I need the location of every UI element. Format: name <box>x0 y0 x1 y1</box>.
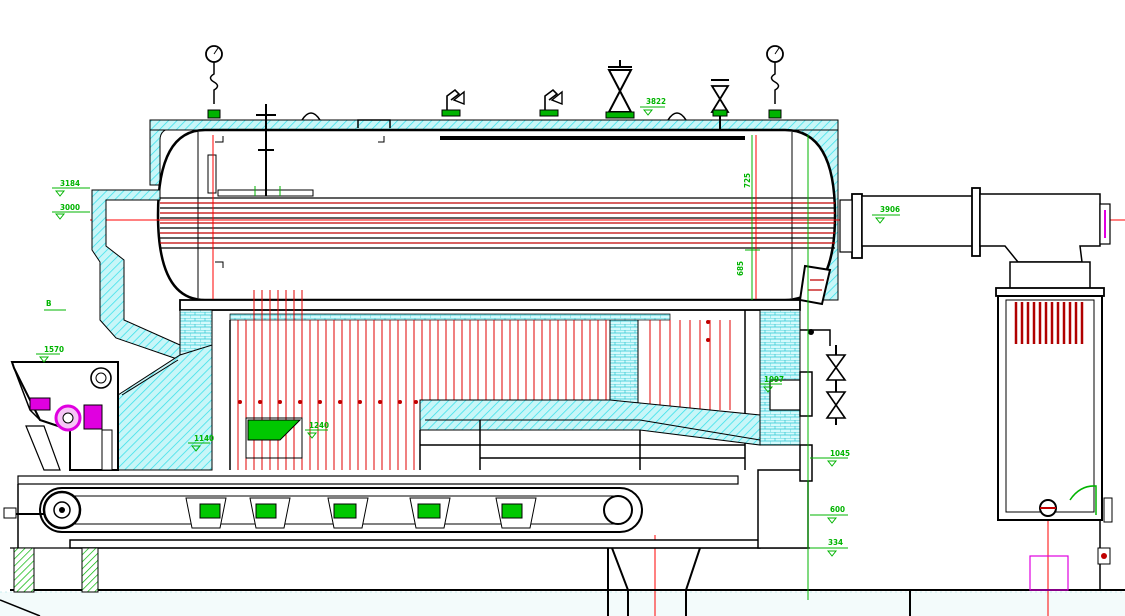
dim-1140: 1140 <box>194 434 214 443</box>
level-triangle-icon <box>38 109 886 557</box>
gate-valve-icon <box>825 345 847 425</box>
dim-1240: 1240 <box>309 421 329 430</box>
chain-grate <box>3 475 739 560</box>
pressure-gauge-right <box>766 45 784 119</box>
pressure-gauge-left <box>205 45 223 119</box>
steam-drum <box>156 128 837 302</box>
dim-1570: 1570 <box>44 345 64 354</box>
front-arch <box>117 344 213 471</box>
label-b: B <box>46 299 51 308</box>
dim-3184: 3184 <box>60 179 80 188</box>
dim-3000: 3000 <box>60 203 80 212</box>
furnace <box>161 290 801 471</box>
dim-3906: 3906 <box>880 205 900 214</box>
dim-725: 725 <box>743 173 752 188</box>
dim-334: 334 <box>828 538 843 547</box>
flue-outlet <box>839 187 1111 263</box>
safety-valve-icon <box>539 88 563 117</box>
gate-valve-icon <box>605 60 635 119</box>
coal-hopper <box>10 361 119 471</box>
safety-valve-icon <box>441 88 465 117</box>
rear-wall <box>757 264 832 549</box>
ground <box>0 591 1125 616</box>
smoke-tubes <box>160 197 835 249</box>
steam-pipe <box>256 104 276 196</box>
dimension-lines <box>36 106 900 600</box>
dim-1097: 1097 <box>764 375 784 384</box>
dim-600: 600 <box>830 505 845 514</box>
economizer <box>995 261 1113 591</box>
dim-3822: 3822 <box>646 97 666 106</box>
top-manholes <box>301 112 687 128</box>
dimension-labels: 3184 3000 1570 1140 1240 3822 3906 1097 … <box>44 97 900 547</box>
return-flue-duct <box>91 189 181 361</box>
dim-1045: 1045 <box>830 449 850 458</box>
foundation <box>0 539 1125 616</box>
dim-685: 685 <box>736 261 745 276</box>
gate-valve-icon <box>710 79 730 130</box>
